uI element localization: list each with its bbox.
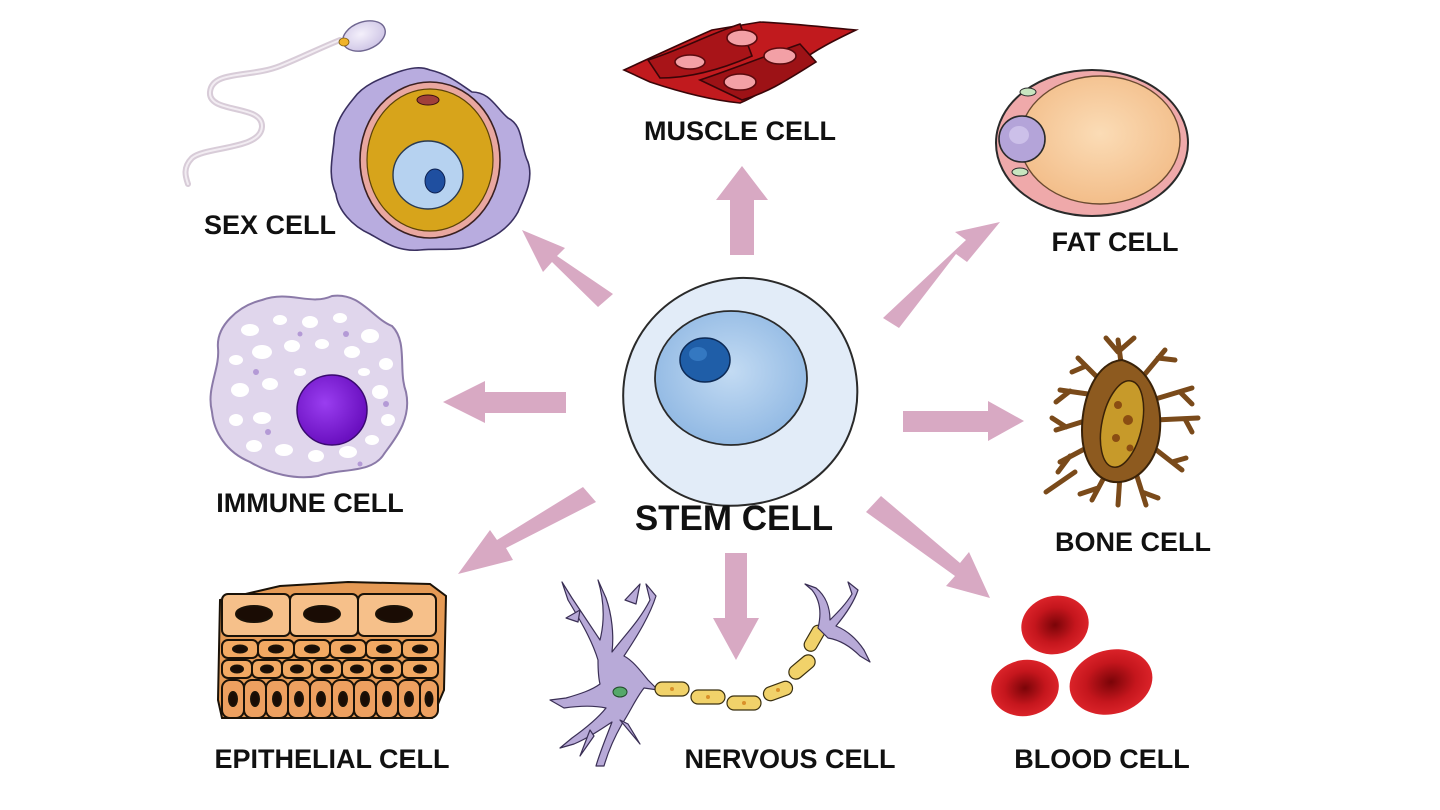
label-fat-cell: FAT CELL — [1052, 227, 1179, 257]
blood-cell-illustration — [991, 595, 1153, 717]
label-stem-cell: STEM CELL — [635, 499, 833, 538]
immune-cell-illustration — [209, 294, 409, 479]
arrow-to-epithelial — [458, 487, 596, 574]
label-sex-cell: SEX CELL — [204, 210, 336, 240]
arrow-to-immune — [443, 381, 566, 423]
sex-cell-illustration — [182, 20, 531, 252]
label-blood-cell: BLOOD CELL — [1014, 744, 1190, 774]
arrow-to-bone — [903, 401, 1024, 441]
arrow-to-blood — [866, 496, 990, 598]
muscle-cell-illustration — [622, 21, 860, 104]
label-bone-cell: BONE CELL — [1055, 527, 1211, 557]
nervous-cell-illustration — [549, 579, 871, 767]
label-immune-cell: IMMUNE CELL — [216, 488, 403, 518]
arrow-to-sex — [522, 230, 613, 307]
arrow-to-muscle — [716, 166, 768, 255]
fat-cell-illustration — [995, 69, 1189, 217]
stem-cell-illustration — [622, 276, 859, 507]
bone-cell-illustration — [1043, 335, 1201, 508]
label-nervous-cell: NERVOUS CELL — [684, 744, 895, 774]
label-epithelial-cell: EPITHELIAL CELL — [214, 744, 449, 774]
arrow-to-nervous — [713, 553, 759, 660]
arrow-to-fat — [883, 222, 1000, 328]
epithelial-cell-illustration — [216, 580, 448, 719]
label-muscle-cell: MUSCLE CELL — [644, 116, 836, 146]
arrows — [443, 166, 1024, 660]
